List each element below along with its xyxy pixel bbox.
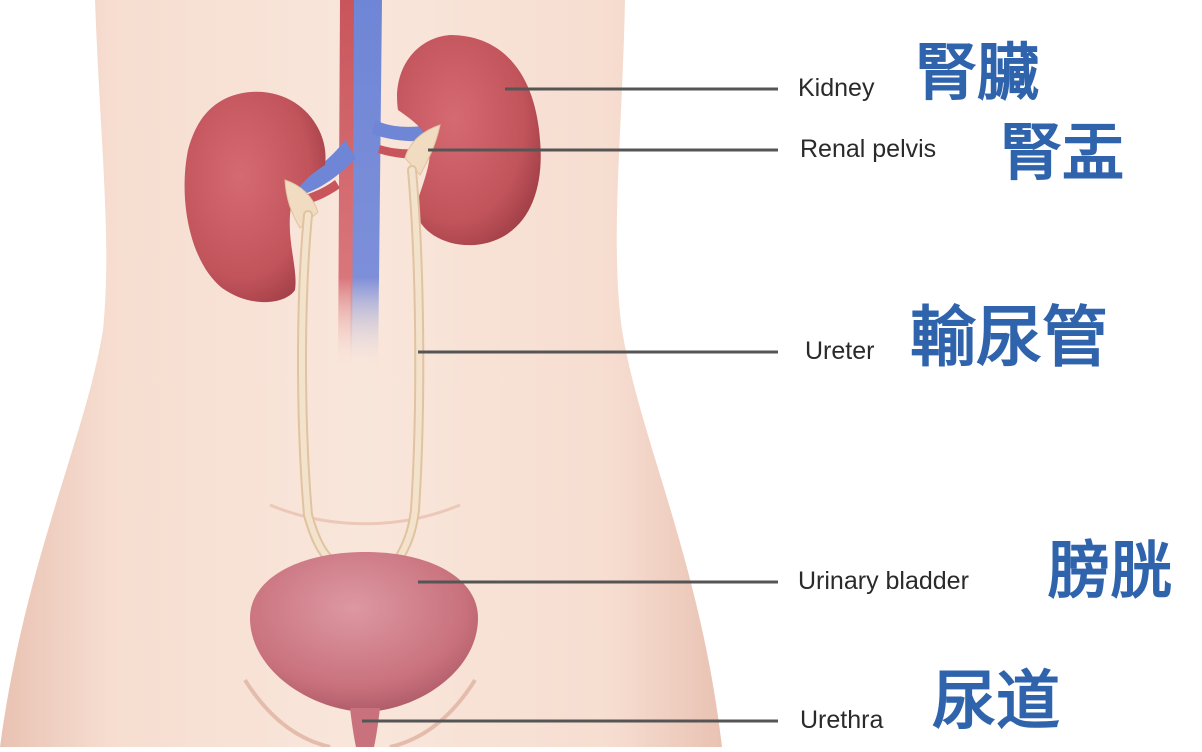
- label-bladder-en: Urinary bladder: [798, 569, 969, 594]
- label-urethra-cn: 尿道: [932, 670, 1060, 734]
- label-urethra-en: Urethra: [800, 708, 883, 733]
- label-renal-pelvis-cn: 腎盂: [1000, 122, 1124, 184]
- aorta: [338, 0, 354, 370]
- label-bladder-cn: 膀胱: [1048, 540, 1172, 602]
- label-kidney-en: Kidney: [798, 76, 874, 101]
- label-ureter-en: Ureter: [805, 339, 874, 364]
- label-ureter-cn: 輸尿管: [910, 305, 1108, 371]
- inferior-vena-cava: [350, 0, 382, 370]
- label-renal-pelvis-en: Renal pelvis: [800, 137, 936, 162]
- label-kidney-cn: 腎臟: [915, 42, 1039, 104]
